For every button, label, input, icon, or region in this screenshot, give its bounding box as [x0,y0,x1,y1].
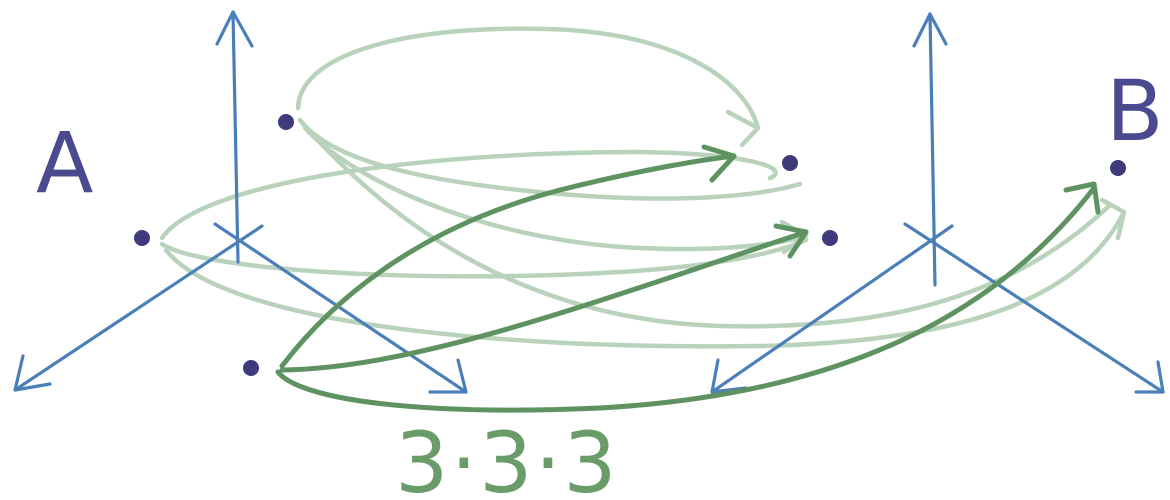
faded-path-a-to-middle [162,240,806,276]
faded-path-a-to-b-long [166,212,1124,346]
faded-path-top-loop [298,29,758,128]
point-a [134,230,150,246]
point-second-layer-lower [822,230,838,246]
right-axis-diagonal-down-right [905,224,1163,392]
highlighted-path-to-b [278,188,1094,410]
point-first-layer-lower [243,360,259,376]
point-b [1110,160,1126,176]
point-second-layer-upper [782,155,798,171]
highlighted-arrowhead-b [1066,184,1098,212]
point-first-layer-upper [278,114,294,130]
faded-path-top-to-middle [305,128,806,249]
caption-3-times-3-times-3: 3·3·3 [395,414,619,500]
label-a: A [36,114,93,212]
highlighted-arrowhead-upper [704,147,734,180]
left-axis-diagonal-down-left [15,226,262,390]
highlighted-paths [278,147,1098,410]
left-axis-vertical [233,12,238,262]
label-b: B [1106,62,1164,160]
highlighted-path-to-middle [282,232,806,370]
